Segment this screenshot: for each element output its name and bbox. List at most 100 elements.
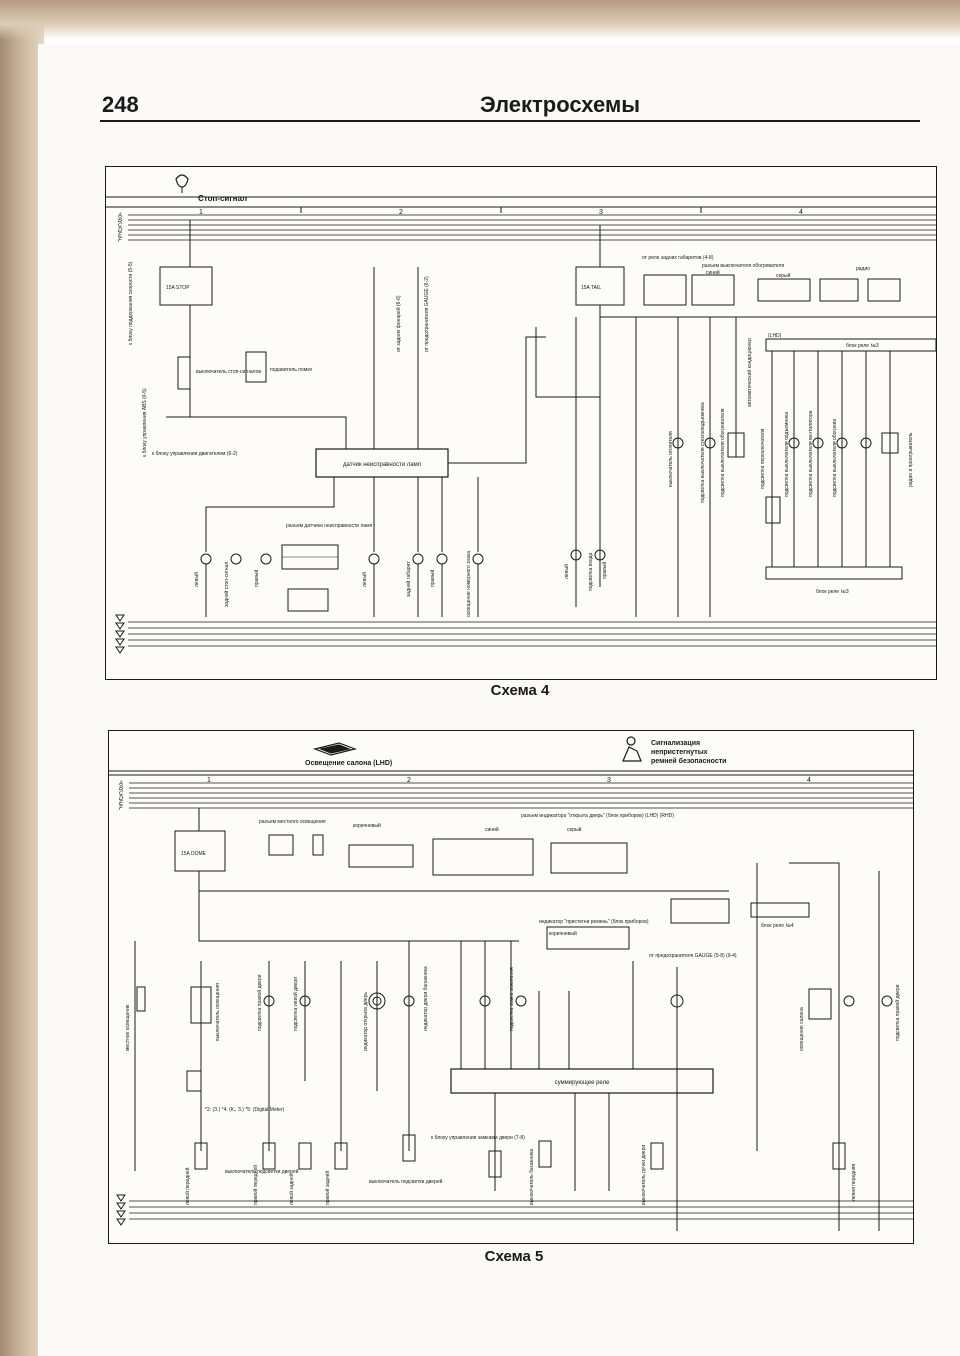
page-number: 248 [102,92,139,117]
s5-label-1: местное освещение [125,1004,131,1051]
door-indicator-connector-label: разъем индикатора "открыта дверь" (блок … [521,813,674,819]
lamp-label-3: правый [253,569,260,587]
schema5-row-d: D [119,796,124,802]
lhd-label: (LHD) [768,333,782,339]
fuse-dome-label: 15A DOME [181,851,207,857]
relay-block-4-label: блок реле №4 [761,923,794,929]
seatbelt-indicator-label: индикатор "пристегни ремень" (блок прибо… [539,919,649,925]
schema5-col-1: 1 [207,777,211,784]
schema4-row-c: C [118,223,123,229]
lamp-label-17: подсветка выключателя вентилятора [808,410,814,497]
seatbelt-connector-gray [670,898,730,924]
schema4-row-a: A [117,213,122,219]
lamp-label-9: подсветка входа [588,553,594,591]
lamp-label-19: радио и проигрыватель [908,432,914,487]
lamp-label-10: правый [601,561,608,579]
schema4-caption: Схема 4 [490,682,550,699]
s5-label-16: левая передняя [851,1163,857,1201]
lamp-label-11: выключатель отопителя [668,431,674,487]
lamp-label-7: освещение номерного знака [466,551,472,617]
color-gray-label-5: серый [567,826,582,833]
ground-symbols [115,614,125,654]
from-rear-lights-label: от задних фонарей (6-6) [395,295,402,352]
local-light-connector-label: разъем местного освещения [259,819,326,825]
door-lock-control-label: к блоку управления замками двери (7-8) [431,1135,525,1141]
s5-label-3: подсветка правой двери [256,974,263,1031]
from-tail-relay-label: от реле задних габаритов (4-8) [642,255,714,261]
lamp-label-18: подсветка выключателя обогрева [832,419,838,497]
noise-filter-label: подавитель помех [270,367,313,373]
s5-label-10: левой задней [288,1173,295,1205]
light-bulb-icon [175,174,189,193]
local-light-connector [268,834,294,856]
door-connector-gray [550,842,628,874]
lamp-label-14: автоматический кондиционер [746,338,753,407]
s5-label-2: выключатель освещения [215,983,221,1041]
lamp-sensor-label: датчик неисправности ламп [343,462,421,468]
lamp-label-6: правый [429,569,436,587]
schema5-section-title-2c: ремней безопасности [651,757,726,765]
ground-symbols-5 [116,1194,126,1226]
s5-label-13: выключатель ручки двери [641,1145,647,1205]
scan-edge-left [0,0,44,1356]
lamp-label-5: задний габарит [405,561,412,597]
fuse-stop-label: 15A STOP [166,285,190,291]
schema5-col-4: 4 [807,777,811,784]
lamp-label-12: подсветка выключателя стеклоподъемника [700,402,706,503]
s5-label-11: правой задней [324,1171,331,1205]
schema4-row-f: F [118,238,122,244]
connector-3 [757,278,811,302]
door-light-switch-label-2: выключатель подсветки дверей [369,1178,443,1185]
scan-edge-top [0,0,960,40]
schema4-col-4: 4 [799,209,803,216]
schema4-col-1: 1 [199,209,203,216]
schema4-col-2: 2 [399,209,403,216]
door-connector-brown [348,844,414,868]
lamp-label-13: подсветка выключателя обогревателя [720,408,726,497]
lamp-sensor-connector-label: разъем датчика неисправности ламп [286,523,373,529]
lamp-sensor-connector-2 [287,588,329,612]
brake-switch-label: выключатель стоп-сигналов [196,369,261,375]
s5-label-12: выключатель багажника [529,1149,535,1205]
dome-lamp-icon [312,742,358,756]
schema5-diagram: Освещение салона (LHD) Сигнализация непр… [109,736,913,1231]
color-brown-label: коричневый [353,822,381,829]
schema5-row-a: A [118,781,123,787]
brake-switch-symbol [177,356,191,390]
s5-label-5: индикатор открыта дверь [363,992,369,1051]
local-light-connector-2 [312,834,324,856]
fuse-stop-box [159,266,213,306]
lamp-label-4: левый [361,572,368,587]
schema4-frame: Стоп-сигнал 1 2 3 4 A B C D E F 15A STOP [105,166,937,680]
schema5-frame: Освещение салона (LHD) Сигнализация непр… [108,730,914,1244]
schema5-section-title-2a: Сигнализация [651,740,700,747]
relay-block-3-label: блок реле №3 [846,343,879,349]
schema5-section-title-1: Освещение салона (LHD) [305,760,392,767]
s5-label-4: подсветка левой двери [292,977,299,1031]
relay-block-3-bottom-label: блок реле №3 [816,589,849,595]
summing-relay-label: суммирующее реле [555,1080,610,1086]
lamp-label-2: задний стоп-сигнал [223,562,230,607]
from-gauge-fuse-label: от предохранителя GAUGE (6-2) [424,276,430,352]
schema4-diagram: Стоп-сигнал 1 2 3 4 A B C D E F 15A STOP [106,174,936,654]
s5-label-9: правой передней [252,1165,259,1205]
schema5-col-3: 3 [607,777,611,784]
schema4-row-b: B [118,218,122,224]
seatbelt-connector-brown [546,926,630,950]
s5-label-7: подсветка замка зажигания [509,967,515,1031]
summing-relay [450,1068,714,1094]
relay-block-3-bottom [765,566,903,580]
to-cruise-label: к блоку поддержания скорости (5-5) [128,261,134,345]
to-abs-label: к блоку управления ABS (6-5) [142,388,148,457]
fuse-dome-box [174,830,226,872]
connector-4 [819,278,859,302]
lamp-label-16: подсветка выключателя подъемника [784,412,790,497]
seatbelt-icon [622,736,642,762]
color-blue-label-5: синий [485,826,499,833]
connector-5 [867,278,901,302]
connector-2 [691,274,735,306]
lamp-label-15: подсветка переключателя [760,428,766,489]
fuse-tail-label: 15A TAIL [581,285,601,291]
schema5-section-title-2b: непристегнутых [651,749,708,756]
schema5-row-f: F [119,806,123,812]
